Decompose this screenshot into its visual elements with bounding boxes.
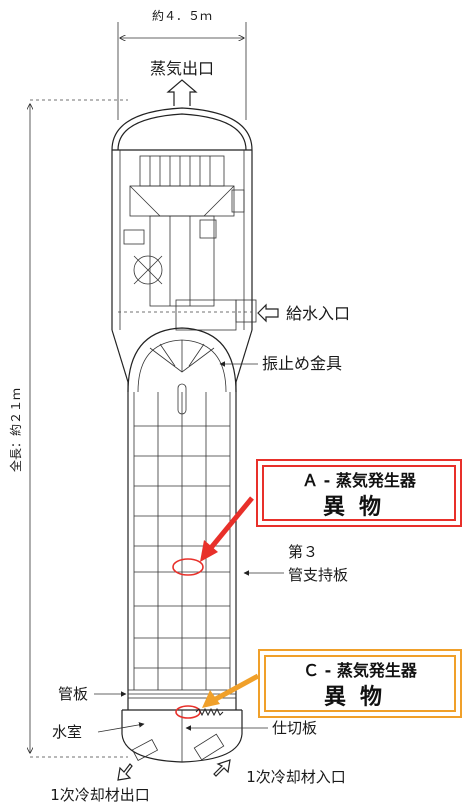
- coolant-outlet-label: 1次冷却材出口: [50, 786, 150, 804]
- water-chamber-pointer: [97, 722, 145, 733]
- callout-a-box: Ａ - 蒸気発生器 異物: [256, 459, 462, 527]
- feedwater-inlet-arrow-icon: [257, 303, 279, 323]
- tube-support-label-line1: 第３: [288, 543, 318, 561]
- steam-outlet-label: 蒸気出口: [150, 59, 214, 78]
- steam-generator-vessel: [111, 107, 257, 763]
- coolant-outlet-arrow-icon: [117, 763, 133, 781]
- partition-label: 仕切板: [272, 719, 317, 737]
- callout-c-box: Ｃ - 蒸気発生器 異物: [258, 649, 462, 718]
- callout-c-subtitle: 異物: [323, 685, 396, 710]
- total-length-label: 全長：約２１ｍ: [8, 388, 23, 472]
- callout-c-title: Ｃ - 蒸気発生器: [303, 661, 417, 680]
- width-label: 約４．５ｍ: [152, 8, 212, 23]
- length-dimension: [30, 99, 128, 758]
- callout-a-arrow-icon: [200, 496, 254, 562]
- callout-a-inner-border: [262, 465, 456, 521]
- width-dimension: [117, 22, 247, 120]
- callout-a-subtitle: 異物: [322, 495, 395, 520]
- foreign-object-a-marker: [172, 558, 204, 576]
- anti-vibration-label: 振止め金具: [262, 354, 342, 373]
- callout-c-arrow-icon: [202, 673, 260, 708]
- tube-sheet-label: 管板: [58, 685, 88, 703]
- foreign-object-c-coil: [195, 707, 224, 717]
- coolant-inlet-arrow-icon: [213, 759, 231, 777]
- coolant-inlet-label: 1次冷却材入口: [246, 768, 346, 786]
- steam-outlet-arrow-icon: [166, 79, 198, 106]
- callout-a-title: Ａ - 蒸気発生器: [302, 471, 416, 490]
- tube-support-label-line2: 管支持板: [288, 566, 348, 584]
- water-chamber-label: 水室: [52, 723, 82, 741]
- feedwater-inlet-label: 給水入口: [286, 304, 350, 323]
- callout-c-inner-border: [264, 655, 456, 712]
